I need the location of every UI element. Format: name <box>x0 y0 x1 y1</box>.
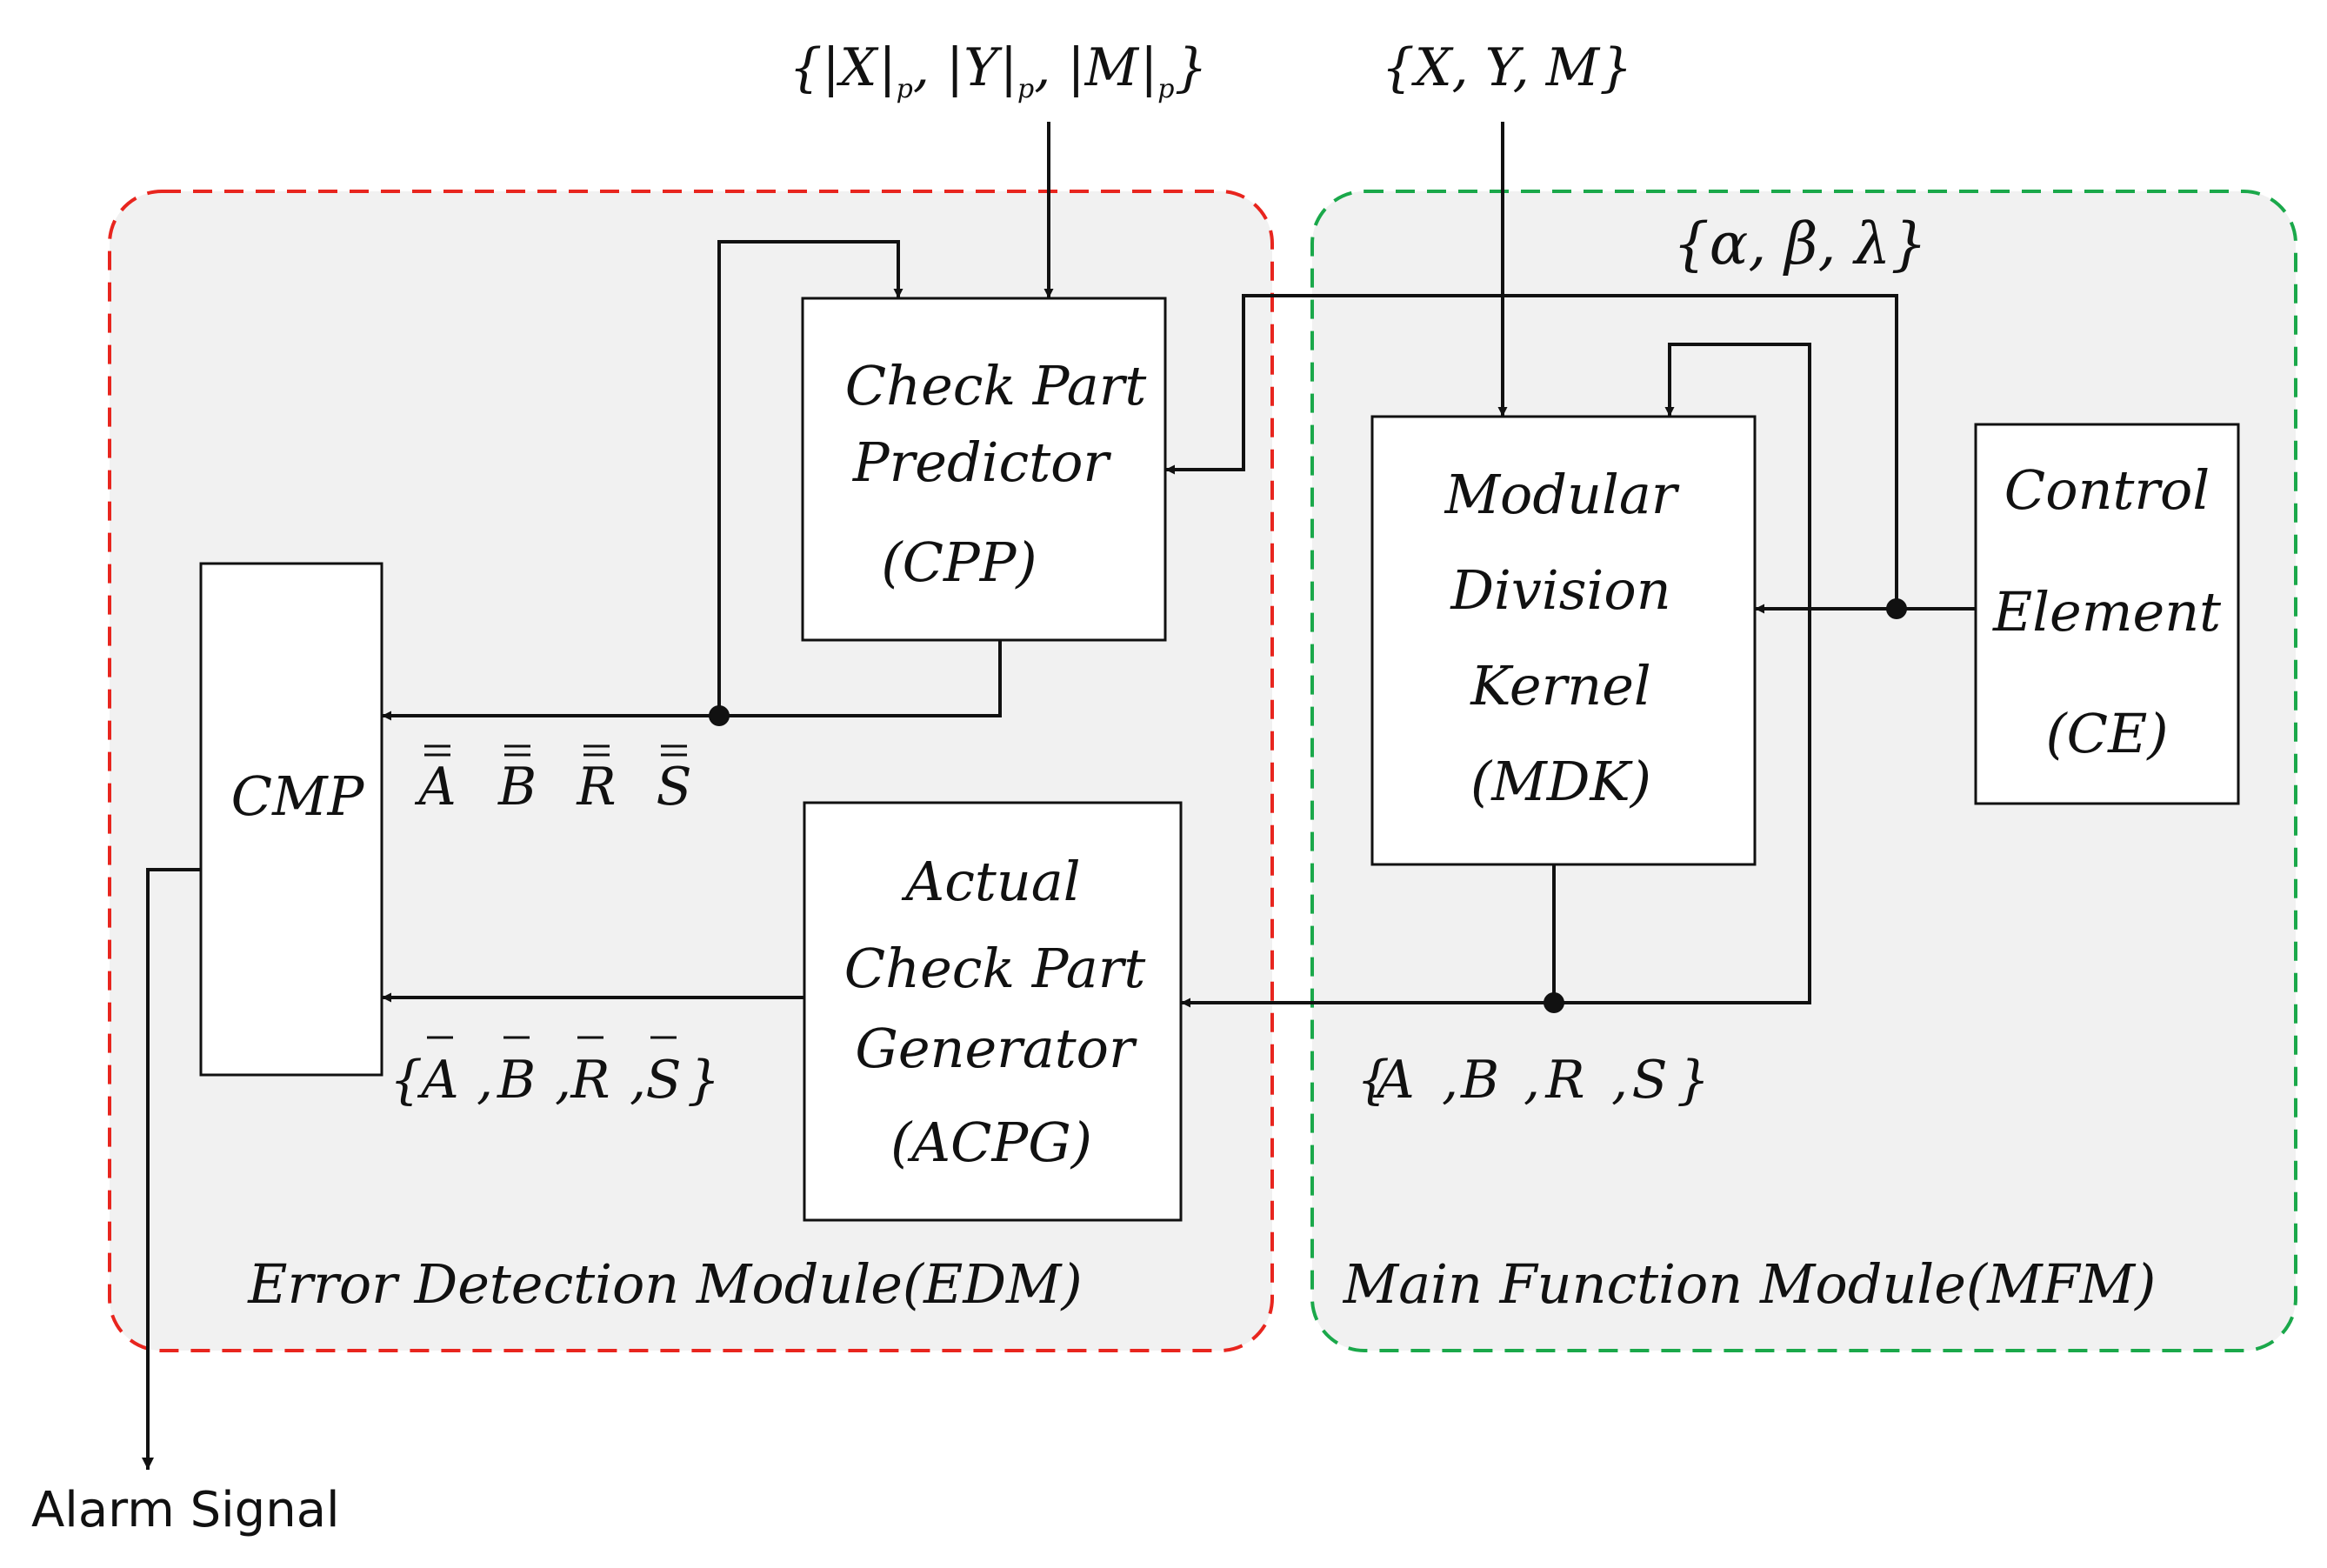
cpp-label-line3: (CPP) <box>881 530 1037 594</box>
predicted-bus-s: S <box>656 757 691 817</box>
mdk-label-line3: Kernel <box>1470 654 1650 717</box>
result-bus-label: { A , B , R , S } <box>1357 1050 1710 1111</box>
alarm-output-arrow <box>142 868 201 1470</box>
cpp-label-line2: Predictor <box>852 430 1112 494</box>
predicted-bus-item: R <box>576 744 617 817</box>
predicted-bus-a: A <box>414 757 456 817</box>
cmp-box <box>199 562 383 1077</box>
result-bus-sep: , <box>1611 1050 1628 1111</box>
ce-label-line1: Control <box>2004 458 2210 522</box>
control-to-cpp-arrow <box>1165 294 1898 609</box>
predicted-bus-junction <box>709 705 730 726</box>
actual-bus-s: S <box>645 1050 681 1111</box>
mdk-label-line2: Division <box>1450 558 1670 622</box>
mdk-label-line4: (MDK) <box>1470 750 1651 813</box>
actual-bus-a: A <box>417 1050 458 1111</box>
actual-bus-r: R <box>570 1050 610 1111</box>
mdk-label-line1: Modular <box>1444 463 1680 526</box>
edm-title: Error Detection Module(EDM) <box>247 1252 1082 1316</box>
ce-label-line2: Element <box>1992 580 2221 644</box>
cpp-feedback-arrow <box>717 240 903 716</box>
cmp-label: CMP <box>231 764 365 828</box>
cpp-output-wire <box>719 640 1002 717</box>
result-bus-close-brace: } <box>1677 1050 1710 1111</box>
alarm-signal-label: Alarm Signal <box>31 1482 340 1538</box>
predicted-bus-label: A B R S <box>414 744 692 817</box>
result-bus-b: B <box>1460 1050 1499 1111</box>
predicted-bus-item: A <box>414 744 457 817</box>
result-bus-junction <box>1544 992 1564 1013</box>
result-bus-sep: , <box>1524 1050 1540 1111</box>
mfm-title: Main Function Module(MFM) <box>1343 1252 2157 1316</box>
result-bus-a: A <box>1372 1050 1414 1111</box>
predicted-bus-b: B <box>497 757 537 817</box>
predicted-bus-r: R <box>576 757 616 817</box>
ce-box <box>1974 423 2240 805</box>
result-bus-s: S <box>1631 1050 1667 1111</box>
mdk-box <box>1370 415 1757 866</box>
acpg-label-line2: Check Part <box>844 937 1146 1000</box>
control-input-label: {α, β, λ} <box>1673 210 1927 277</box>
result-bus-r: R <box>1544 1050 1584 1111</box>
actual-bus-label: { A , B , R , S } <box>390 1036 720 1111</box>
acpg-box <box>803 801 1183 1222</box>
actual-bus-sep: , <box>555 1050 571 1111</box>
control-junction <box>1886 598 1907 619</box>
acpg-label-line3: Generator <box>855 1017 1137 1080</box>
result-bus-open-brace: { <box>1357 1050 1390 1111</box>
cpp-label-line1: Check Part <box>845 354 1147 417</box>
result-bus-sep: , <box>1442 1050 1458 1111</box>
predicted-bus-item: B <box>497 744 537 817</box>
acpg-label-line4: (ACPG) <box>890 1111 1092 1174</box>
residue-input-label: {|X|p, |Y|p, |M|p} <box>789 37 1207 104</box>
actual-bus-b: B <box>497 1050 536 1111</box>
mdk-feedback-arrow <box>1554 343 1811 1004</box>
operands-input-label: {X, Y, M} <box>1382 37 1633 98</box>
acpg-label-line1: Actual <box>901 850 1080 913</box>
actual-bus-open-brace: { <box>390 1050 423 1111</box>
cpp-box <box>801 297 1167 642</box>
actual-bus-close-brace: } <box>687 1050 720 1111</box>
predicted-bus-item: S <box>656 744 692 817</box>
ce-label-line3: (CE) <box>2045 702 2168 765</box>
actual-bus-sep: , <box>630 1050 646 1111</box>
actual-bus-sep: , <box>477 1050 493 1111</box>
